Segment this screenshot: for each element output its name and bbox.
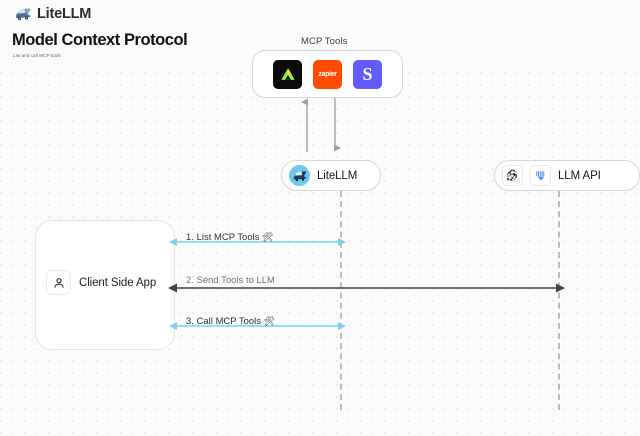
lifeline-llm-api [558, 191, 560, 410]
node-llm-api-label: LLM API [558, 169, 601, 182]
node-litellm-label: LiteLLM [317, 169, 358, 182]
message-label-3: 3. Call MCP Tools 🛠 [186, 315, 275, 327]
mcp-tools-caption: MCP Tools [301, 36, 348, 47]
zapier-wordmark: zapier [318, 70, 337, 78]
tools-emoji-icon: 🛠 [262, 232, 274, 242]
message-label-1-text: 1. List MCP Tools [186, 231, 260, 242]
page-subtitle: List and call MCP tools [13, 53, 61, 58]
bullet-train-icon [15, 8, 31, 21]
message-label-3-text: 3. Call MCP Tools [186, 315, 262, 326]
openai-logo-icon [502, 165, 523, 186]
green-triangle-tool-icon[interactable] [273, 59, 302, 89]
page-title: Model Context Protocol [12, 31, 188, 49]
lifeline-litellm [340, 191, 342, 410]
litellm-truck-avatar-icon [289, 165, 310, 186]
brand-name: LiteLLM [37, 6, 92, 22]
anthropic-logo-icon [530, 165, 551, 186]
user-person-icon [46, 270, 71, 295]
message-label-1: 1. List MCP Tools 🛠 [186, 231, 274, 243]
zapier-tool-icon[interactable]: zapier [313, 59, 342, 89]
client-side-app-node[interactable]: Client Side App [46, 270, 156, 295]
mcp-litellm-connectors [301, 98, 341, 152]
tools-emoji-icon-2: 🛠 [263, 316, 276, 326]
message-label-2: 2. Send Tools to LLM [186, 274, 275, 285]
message-label-2-text: 2. Send Tools to LLM [186, 274, 275, 285]
client-side-app-label: Client Side App [79, 276, 157, 289]
mcp-tools-group[interactable]: zapier S [252, 50, 403, 98]
node-litellm[interactable]: LiteLLM [281, 160, 381, 191]
stripe-letter: S [362, 64, 373, 84]
node-llm-api[interactable]: LLM API [494, 160, 640, 191]
brand: LiteLLM [14, 7, 91, 22]
stripe-tool-icon[interactable]: S [353, 59, 382, 89]
